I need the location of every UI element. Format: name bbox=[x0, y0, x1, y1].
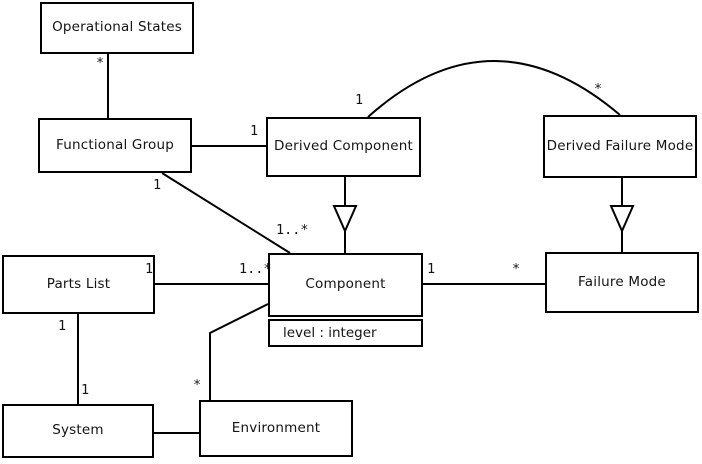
generalization-arrow-component bbox=[332, 205, 358, 234]
class-parts-list: Parts List bbox=[2, 255, 155, 314]
class-component-attribute-compartment: level : integer bbox=[268, 319, 423, 347]
multiplicity-parts-list-component-dst: 1..* bbox=[239, 261, 272, 277]
multiplicity-operational-states-end: * bbox=[96, 55, 105, 71]
class-derived-component: Derived Component bbox=[266, 117, 421, 177]
multiplicity-functional-group-component-src: 1 bbox=[153, 177, 162, 193]
multiplicity-arc-derived-component-end: 1 bbox=[355, 92, 364, 108]
multiplicity-component-failure-mode-dst: * bbox=[512, 261, 521, 277]
class-derived-failure-mode: Derived Failure Mode bbox=[543, 115, 697, 178]
class-operational-states: Operational States bbox=[40, 2, 194, 54]
edge-arc-derived-component-derived-failure-mode bbox=[367, 60, 621, 118]
multiplicity-arc-derived-failure-mode-end: * bbox=[594, 81, 603, 97]
class-component: Component bbox=[268, 253, 423, 317]
class-functional-group: Functional Group bbox=[38, 118, 192, 173]
multiplicity-component-failure-mode-src: 1 bbox=[427, 261, 436, 277]
edge-component-environment bbox=[209, 303, 269, 400]
class-environment: Environment bbox=[199, 400, 353, 457]
generalization-arrow-failure-mode bbox=[609, 205, 635, 234]
multiplicity-parts-list-system-src: 1 bbox=[58, 318, 67, 334]
edge-functional-group-component bbox=[161, 172, 291, 254]
multiplicity-derived-component-near-fg: 1 bbox=[250, 123, 259, 139]
multiplicity-parts-list-system-dst: 1 bbox=[81, 382, 90, 398]
class-failure-mode: Failure Mode bbox=[545, 252, 699, 313]
multiplicity-parts-list-component-src: 1 bbox=[145, 261, 154, 277]
class-system: System bbox=[2, 404, 154, 458]
multiplicity-environment-component-end: * bbox=[193, 377, 202, 393]
multiplicity-functional-group-component-dst: 1..* bbox=[276, 222, 309, 238]
